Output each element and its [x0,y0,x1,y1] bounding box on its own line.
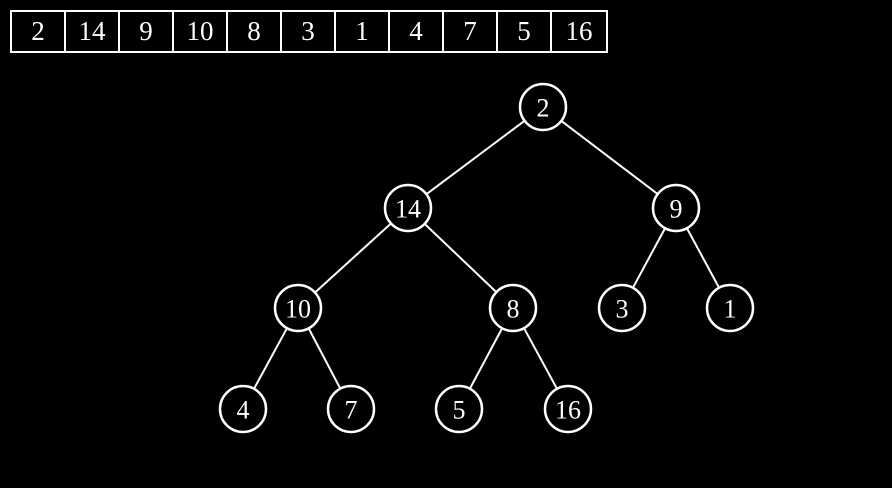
tree-node-circle [383,183,433,233]
tree-edge [523,327,558,390]
array-cell: 2 [12,12,66,51]
tree-edge [307,327,342,390]
tree-node-label: 7 [345,396,358,425]
tree-edge [314,222,392,294]
tree-node-label: 8 [507,295,520,324]
tree-node: 10 [273,283,323,333]
array-cell: 5 [498,12,552,51]
tree-node-label: 14 [395,195,421,224]
tree-node-label: 1 [724,295,737,324]
tree-node-circle [488,283,538,333]
tree-node: 4 [218,384,268,434]
tree-node-circle [434,384,484,434]
tree-edge [468,327,504,390]
tree-node: 16 [543,384,593,434]
tree-node-circle [543,384,593,434]
tree-node: 3 [597,283,647,333]
tree-node: 2 [518,82,568,132]
tree-edge [686,227,720,289]
tree-node-label: 2 [537,94,550,123]
tree-node-label: 16 [555,396,581,425]
tree-node-label: 5 [453,396,466,425]
tree-edge [423,223,498,293]
array-cell: 4 [390,12,444,51]
tree-node: 5 [434,384,484,434]
tree-edge [425,119,526,196]
tree-node: 9 [651,183,701,233]
tree-edge [253,327,288,390]
tree-node: 1 [705,283,755,333]
tree-node: 14 [383,183,433,233]
tree-edge [560,120,659,195]
tree-node-circle [273,283,323,333]
array-cell: 8 [228,12,282,51]
array-cell: 9 [120,12,174,51]
tree-node-circle [326,384,376,434]
array-cell: 14 [66,12,120,51]
tree-node-circle [518,82,568,132]
array-cell: 10 [174,12,228,51]
array-cell: 7 [444,12,498,51]
array-cell: 16 [552,12,606,51]
tree-node-circle [218,384,268,434]
tree-node-label: 9 [670,195,683,224]
tree-node: 7 [326,384,376,434]
tree-node-circle [705,283,755,333]
tree-edge [632,227,666,289]
tree-node-label: 3 [616,295,629,324]
tree-node-label: 10 [285,295,311,324]
tree-node-circle [597,283,647,333]
tree-node: 8 [488,283,538,333]
array-cell: 1 [336,12,390,51]
array-cell: 3 [282,12,336,51]
tree-edge-layer [253,119,720,390]
tree-node-circle [651,183,701,233]
tree-node-label: 4 [237,396,250,425]
